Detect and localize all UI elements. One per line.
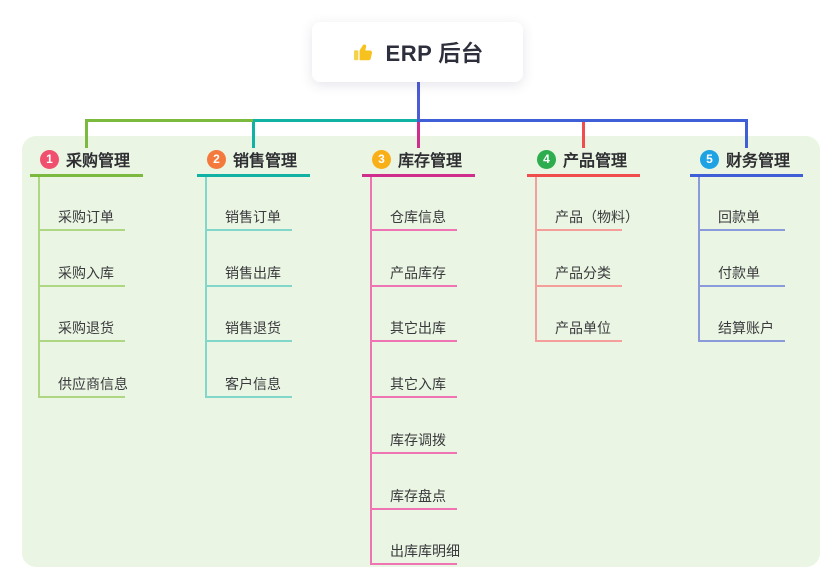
child-connector-vline	[370, 177, 372, 565]
trunk-line-middle	[253, 119, 419, 122]
child-underline	[38, 285, 125, 287]
branch-title-label: 销售管理	[233, 153, 298, 170]
branch-title-label: 产品管理	[563, 153, 628, 170]
child-underline	[370, 563, 457, 565]
child-node-inventory-4[interactable]: 其它入库	[390, 376, 446, 392]
child-underline	[205, 340, 292, 342]
branch-drop-line-inventory	[417, 119, 420, 148]
branch-header-product[interactable]: 4 产品管理	[527, 147, 640, 171]
child-underline	[535, 229, 622, 231]
child-node-sales-1[interactable]: 销售订单	[225, 209, 281, 225]
branch-number-badge: 2	[207, 149, 226, 169]
child-underline	[38, 229, 125, 231]
child-connector-vline	[535, 177, 537, 342]
child-connector-vline	[698, 177, 700, 342]
child-node-inventory-2[interactable]: 产品库存	[390, 265, 446, 281]
child-node-sales-2[interactable]: 销售出库	[225, 265, 281, 281]
child-connector-vline	[38, 177, 40, 398]
root-drop-line	[417, 82, 420, 122]
child-underline	[698, 229, 785, 231]
child-underline	[370, 396, 457, 398]
child-underline	[370, 285, 457, 287]
branch-header-finance[interactable]: 5 财务管理	[690, 147, 803, 171]
child-connector-vline	[205, 177, 207, 398]
branch-drop-line-finance	[745, 119, 748, 148]
trunk-line-right	[419, 119, 748, 122]
child-node-inventory-3[interactable]: 其它出库	[390, 320, 446, 336]
child-node-inventory-7[interactable]: 出库库明细	[390, 543, 460, 559]
child-node-sales-3[interactable]: 销售退货	[225, 320, 281, 336]
child-node-inventory-6[interactable]: 库存盘点	[390, 488, 446, 504]
branch-title-label: 采购管理	[66, 153, 131, 170]
branch-underline	[362, 174, 475, 177]
child-underline	[38, 340, 125, 342]
branch-underline	[527, 174, 640, 177]
thumbs-up-icon	[352, 40, 376, 64]
branch-header-inventory[interactable]: 3 库存管理	[362, 147, 475, 171]
child-node-finance-2[interactable]: 付款单	[718, 265, 760, 281]
child-node-finance-3[interactable]: 结算账户	[718, 320, 774, 336]
child-underline	[370, 229, 457, 231]
child-node-purchase-3[interactable]: 采购退货	[58, 320, 114, 336]
child-node-product-2[interactable]: 产品分类	[555, 265, 611, 281]
child-node-sales-4[interactable]: 客户信息	[225, 376, 281, 392]
branch-header-purchase[interactable]: 1 采购管理	[30, 147, 143, 171]
branch-underline	[690, 174, 803, 177]
child-underline	[698, 285, 785, 287]
child-node-product-3[interactable]: 产品单位	[555, 320, 611, 336]
child-underline	[370, 340, 457, 342]
trunk-line-left	[85, 119, 253, 122]
branch-number-badge: 1	[40, 149, 59, 169]
child-underline	[205, 229, 292, 231]
child-underline	[370, 508, 457, 510]
child-underline	[205, 396, 292, 398]
branch-title-label: 库存管理	[398, 153, 463, 170]
root-node[interactable]: ERP 后台	[312, 22, 523, 82]
child-node-inventory-1[interactable]: 仓库信息	[390, 209, 446, 225]
branches-panel	[22, 136, 820, 567]
branch-drop-line-purchase	[85, 119, 88, 148]
branch-underline	[30, 174, 143, 177]
child-node-product-1[interactable]: 产品（物料）	[555, 209, 639, 225]
root-node-label: ERP 后台	[385, 41, 484, 66]
branch-drop-line-product	[582, 119, 585, 148]
branch-title-label: 财务管理	[726, 153, 791, 170]
child-node-purchase-2[interactable]: 采购入库	[58, 265, 114, 281]
child-underline	[370, 452, 457, 454]
child-underline	[698, 340, 785, 342]
child-node-inventory-5[interactable]: 库存调拨	[390, 432, 446, 448]
child-node-purchase-1[interactable]: 采购订单	[58, 209, 114, 225]
child-node-finance-1[interactable]: 回款单	[718, 209, 760, 225]
branch-number-badge: 5	[700, 149, 719, 169]
branch-drop-line-sales	[252, 119, 255, 148]
child-underline	[535, 285, 622, 287]
child-node-purchase-4[interactable]: 供应商信息	[58, 376, 128, 392]
branch-header-sales[interactable]: 2 销售管理	[197, 147, 310, 171]
branch-underline	[197, 174, 310, 177]
child-underline	[535, 340, 622, 342]
branch-number-badge: 4	[537, 149, 556, 169]
child-underline	[38, 396, 125, 398]
child-underline	[205, 285, 292, 287]
branch-number-badge: 3	[372, 149, 391, 169]
